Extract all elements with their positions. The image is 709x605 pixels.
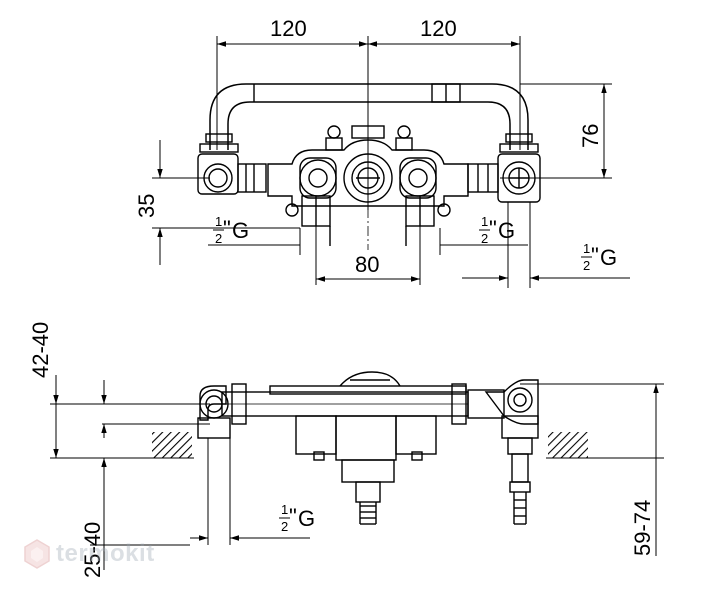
svg-text:G: G bbox=[600, 245, 617, 270]
svg-text:1: 1 bbox=[583, 241, 590, 256]
wall-hatch-left bbox=[152, 432, 192, 458]
svg-text:2: 2 bbox=[481, 231, 488, 246]
svg-text:": " bbox=[591, 243, 599, 268]
thread-label-left: 1 2 " G bbox=[213, 214, 249, 246]
wall-hatch-right bbox=[548, 432, 588, 458]
watermark-text: termokit bbox=[56, 540, 155, 567]
thread-label-right: 1 2 " G bbox=[581, 241, 617, 273]
side-view bbox=[50, 371, 664, 570]
watermark: termokit bbox=[22, 538, 155, 570]
svg-text:1: 1 bbox=[215, 214, 222, 229]
svg-text:2: 2 bbox=[281, 519, 288, 534]
svg-text:2: 2 bbox=[215, 231, 222, 246]
svg-text:G: G bbox=[498, 218, 515, 243]
svg-text:G: G bbox=[232, 218, 249, 243]
svg-text:2: 2 bbox=[583, 258, 590, 273]
svg-text:": " bbox=[223, 216, 231, 241]
dim-label-42-40: 42-40 bbox=[28, 322, 53, 378]
thread-label-middle: 1 2 " G bbox=[479, 214, 515, 246]
dim-label-left-120: 120 bbox=[270, 16, 307, 41]
dim-label-25-40: 25-40 bbox=[80, 522, 105, 578]
dim-label-59-74: 59-74 bbox=[630, 500, 655, 556]
dim-label-80: 80 bbox=[355, 252, 379, 277]
watermark-logo-icon bbox=[24, 539, 50, 569]
dim-label-76: 76 bbox=[578, 124, 603, 148]
thread-label-side: 1 2 " G bbox=[279, 502, 315, 534]
svg-text:1: 1 bbox=[281, 502, 288, 517]
dim-label-35: 35 bbox=[134, 194, 159, 218]
svg-text:": " bbox=[489, 216, 497, 241]
svg-text:1: 1 bbox=[481, 214, 488, 229]
svg-text:G: G bbox=[298, 506, 315, 531]
svg-text:": " bbox=[289, 504, 297, 529]
dim-label-right-120: 120 bbox=[420, 16, 457, 41]
top-view bbox=[152, 36, 630, 288]
